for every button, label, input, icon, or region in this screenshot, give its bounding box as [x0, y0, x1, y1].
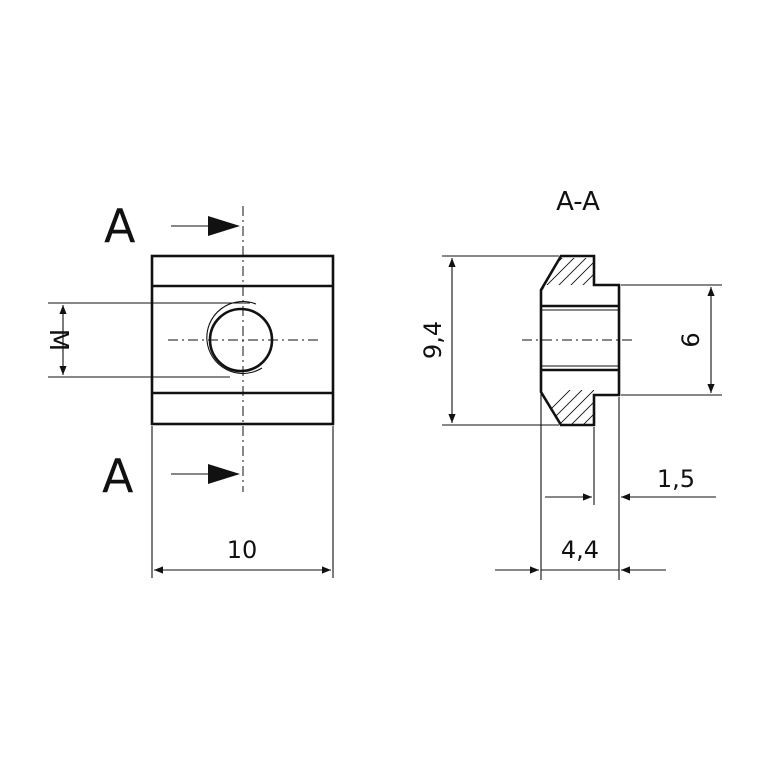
threaded-hole	[208, 307, 274, 373]
thread-label: M	[43, 329, 73, 351]
height-label: 9,4	[419, 321, 447, 359]
section-mark-bottom: A	[102, 449, 134, 503]
section-mark-top: A	[104, 199, 136, 253]
step-label: 1,5	[657, 465, 695, 493]
section-outline	[539, 254, 621, 427]
thread-arc	[206, 300, 263, 375]
front-view: A A M 10	[43, 199, 335, 578]
width-label: 10	[227, 536, 258, 564]
section-hatching-bottom	[539, 390, 594, 425]
depth-label: 4,4	[561, 536, 599, 564]
section-view: A-A 9,4	[419, 187, 722, 580]
section-title: A-A	[556, 187, 600, 217]
section-hatching-top	[539, 258, 594, 293]
section-arrowhead-bottom	[208, 464, 240, 484]
section-arrowhead-top	[208, 216, 240, 236]
bore-label: 6	[677, 332, 705, 347]
